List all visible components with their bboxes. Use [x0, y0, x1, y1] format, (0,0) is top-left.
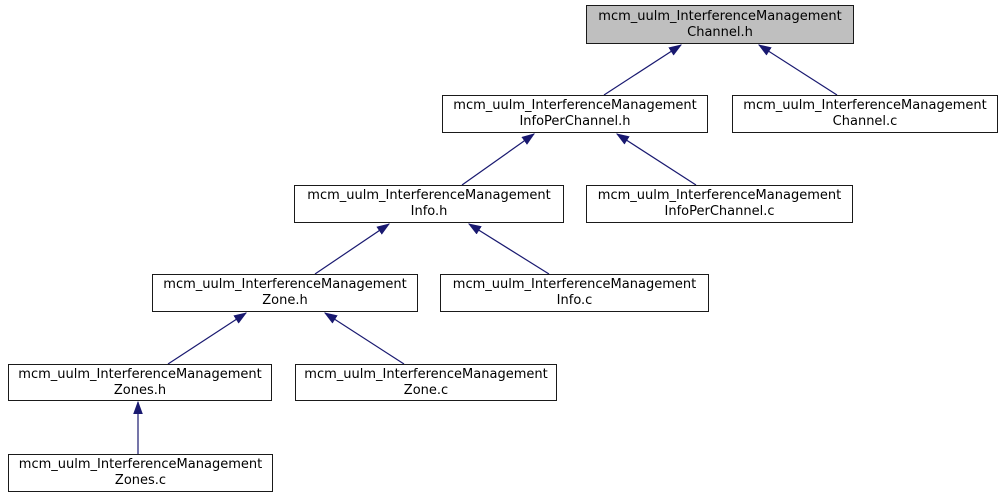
node-label-line2: Info.c: [556, 293, 593, 308]
node-label-line2: InfoPerChannel.c: [664, 204, 775, 219]
node-label-line2: Zone.h: [262, 293, 308, 308]
node-label-line2: Info.h: [410, 204, 448, 219]
node-label-line1: mcm_uulm_InterferenceManagement: [597, 188, 842, 203]
node-label-line1: mcm_uulm_InterferenceManagement: [452, 277, 697, 292]
node-label-line2: Zones.h: [113, 382, 167, 398]
include-edge-zone-h-to-info-h: [314, 223, 390, 275]
node-label-line1: mcm_uulm_InterferenceManagement: [598, 8, 842, 24]
node-label-line1: mcm_uulm_InterferenceManagement: [453, 98, 697, 113]
node-label-line1: mcm_uulm_InterferenceManagement: [743, 98, 987, 113]
include-edge-info-c-to-info-h: [467, 223, 550, 275]
node-label-line1: mcm_uulm_InterferenceManagement: [304, 366, 548, 382]
node-label-line2: Zones.c: [114, 473, 167, 488]
node-label-line2: InfoPerChannel.h: [519, 114, 631, 129]
include-edge-info-h-to-infoperchannel-h: [461, 133, 535, 186]
node-label-line2: Zone.c: [403, 382, 449, 398]
include-edge-channel-c-to-channel-h: [757, 44, 838, 96]
node-label-line1: mcm_uulm_InterferenceManagement: [18, 457, 263, 472]
node-label-line1: mcm_uulm_InterferenceManagement: [307, 188, 551, 203]
include-edge-infoperchannel-h-to-channel-h: [603, 44, 683, 96]
include-edge-zones-h-to-zone-h: [167, 312, 248, 365]
include-edge-infoperchannel-c-to-infoperchannel-h: [615, 133, 697, 186]
node-label-line1: mcm_uulm_InterferenceManagement: [163, 277, 407, 292]
node-label-line2: Channel.c: [832, 114, 898, 129]
node-label-line2: Channel.h: [687, 24, 753, 40]
include-edge-zone-c-to-zone-h: [323, 312, 405, 365]
node-label-line1: mcm_uulm_InterferenceManagement: [18, 366, 262, 382]
